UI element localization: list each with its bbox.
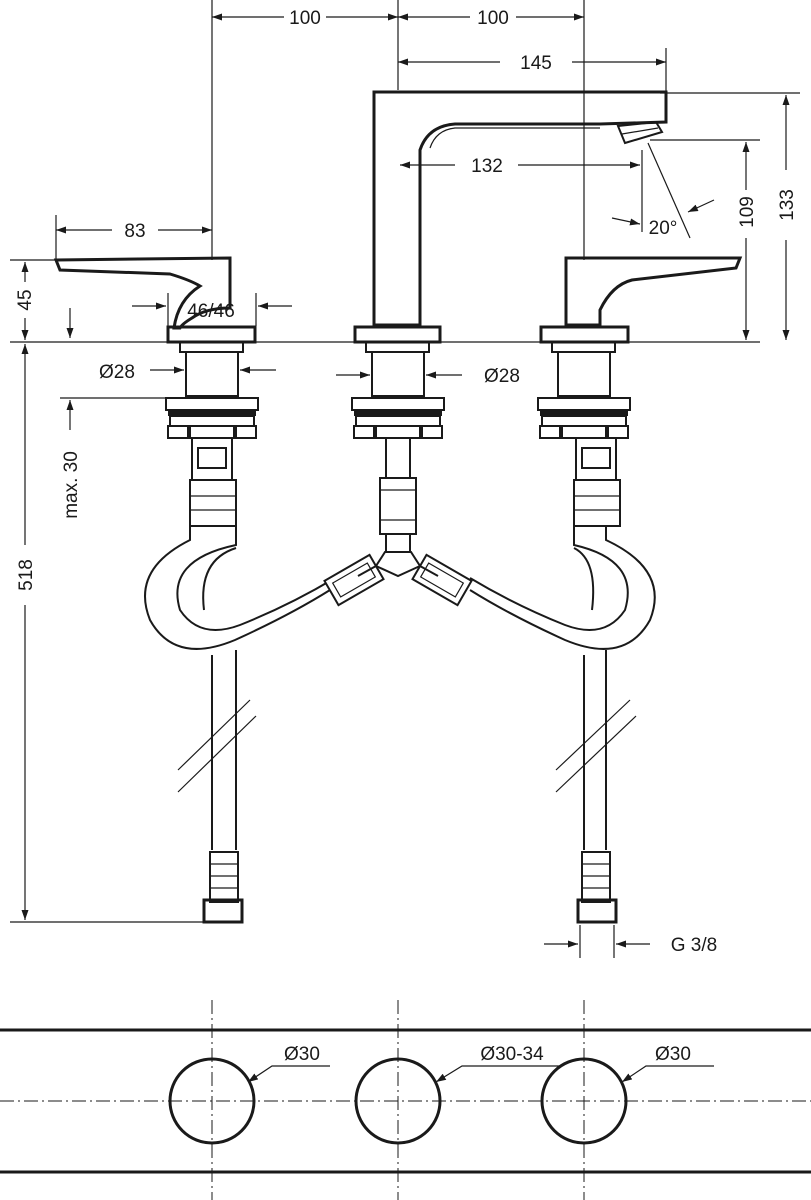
dim-spout-angle: 20° [649, 218, 678, 239]
dim-shank-center: Ø28 [484, 366, 520, 387]
dimension-lines [21, 13, 790, 948]
dim-spout-reach: 145 [520, 53, 552, 74]
dim-handle-height: 45 [15, 289, 36, 310]
valve-bodies [189, 437, 621, 578]
right-handle [539, 256, 743, 397]
dim-handle-reach: 83 [124, 221, 145, 242]
deck-hole-left-label: Ø30 [284, 1044, 320, 1065]
dimension-labels: 100 100 145 132 83 46/46 Ø28 Ø28 20° G 3… [15, 8, 798, 956]
spout [353, 90, 668, 397]
dim-connection: G 3/8 [671, 935, 717, 956]
deck-hole-center-label: Ø30-34 [480, 1044, 544, 1065]
dim-shank-left: Ø28 [99, 362, 135, 383]
deck-view: Ø30 Ø30-34 Ø30 [0, 1000, 811, 1200]
deck-hole-right [540, 1057, 628, 1145]
dim-outlet-height: 109 [737, 196, 758, 228]
dim-handle-rotation: 46/46 [187, 301, 235, 322]
deck-hole-center [354, 1057, 442, 1145]
dim-total-height: 133 [777, 189, 798, 221]
dim-hose-length: 518 [16, 559, 37, 591]
dim-max-deck: max. 30 [61, 451, 82, 519]
dim-spacing-left: 100 [289, 8, 321, 29]
deck-hole-left [168, 1057, 256, 1145]
dim-spacing-right: 100 [477, 8, 509, 29]
hoses [144, 526, 656, 850]
mounting-nuts [165, 397, 631, 439]
dim-spout-inner: 132 [471, 156, 503, 177]
hose-fittings [202, 851, 618, 924]
left-handle [53, 256, 257, 397]
deck-hole-right-label: Ø30 [655, 1044, 691, 1065]
